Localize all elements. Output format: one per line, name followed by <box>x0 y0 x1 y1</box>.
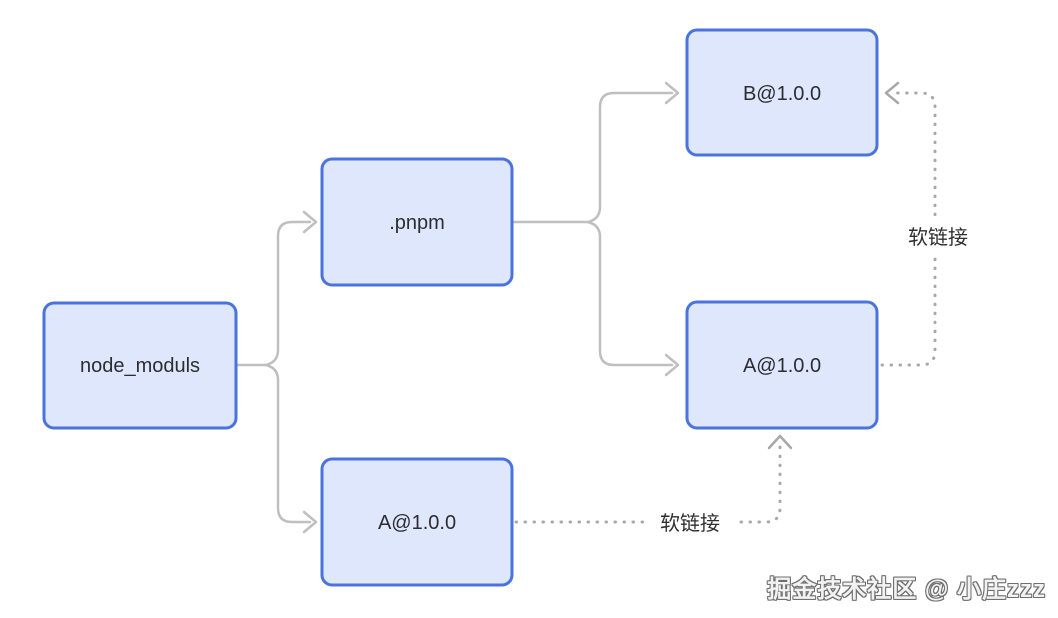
node-node-moduls: node_moduls <box>42 301 238 430</box>
edge-node-moduls-to-a-bottom <box>264 363 312 524</box>
edge-softlink-a-bottom-to-a-right <box>514 442 782 524</box>
node-pnpm: .pnpm <box>320 157 514 287</box>
node-box <box>685 28 879 157</box>
edge-pnpm-to-a-right <box>586 220 674 367</box>
watermark: 掘金技术社区 @ 小庄zzz <box>767 576 1046 603</box>
edge-pnpm-to-b <box>586 91 674 224</box>
arrow-head-icon <box>664 81 680 105</box>
arrow-head-icon <box>664 353 680 377</box>
softlink-label-bg <box>646 504 734 540</box>
softlink-label-bg <box>894 218 982 254</box>
node-box <box>320 457 514 587</box>
arrow-head-icon <box>884 81 900 105</box>
arrow-head-icon <box>302 210 318 234</box>
node-label: A@1.0.0 <box>743 355 821 377</box>
node-a-right: A@1.0.0 <box>685 300 879 430</box>
arrow-head-icon <box>767 434 793 450</box>
node-label: B@1.0.0 <box>743 83 821 105</box>
node-a-bottom: A@1.0.0 <box>320 457 514 587</box>
edge-node-moduls-to-pnpm <box>264 220 312 367</box>
softlink-label-bottom: 软链接 <box>660 512 720 535</box>
node-box <box>320 157 514 287</box>
node-label: node_moduls <box>80 355 200 377</box>
arrow-head-icon <box>302 510 318 534</box>
node-label: A@1.0.0 <box>378 512 456 534</box>
softlink-label-right: 软链接 <box>908 226 968 249</box>
node-box <box>685 300 879 430</box>
node-label: .pnpm <box>389 212 445 234</box>
node-b-top: B@1.0.0 <box>685 28 879 157</box>
node-box <box>42 301 238 430</box>
edge-softlink-a-right-to-b <box>880 91 937 367</box>
